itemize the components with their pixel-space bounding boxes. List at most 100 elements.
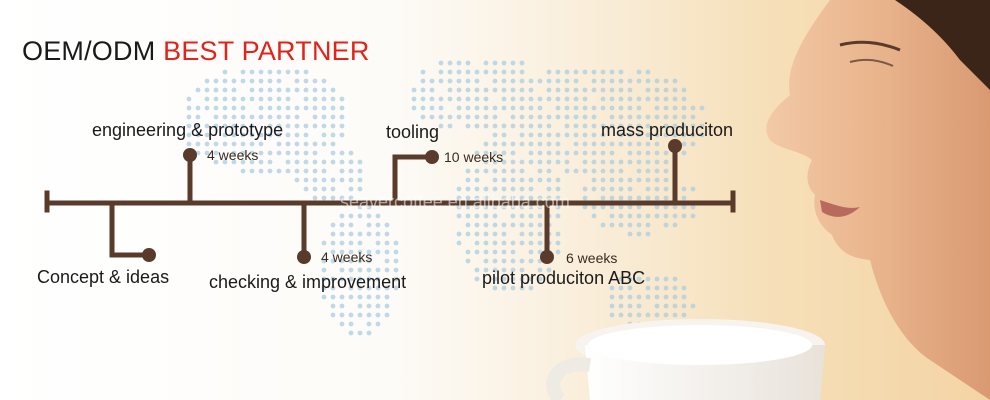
map-dot (456, 114, 462, 120)
map-dot (501, 60, 507, 66)
map-dot (393, 285, 399, 291)
map-dot (519, 132, 525, 138)
map-dot (204, 150, 210, 156)
map-dot (609, 168, 615, 174)
map-dot (186, 105, 192, 111)
map-dot (258, 78, 264, 84)
map-dot (312, 105, 318, 111)
map-dot (582, 69, 588, 75)
map-dot (627, 285, 633, 291)
map-dot (600, 186, 606, 192)
map-dot (537, 96, 543, 102)
map-dot (375, 285, 381, 291)
map-dot (645, 195, 651, 201)
map-dot (249, 150, 255, 156)
map-dot (321, 258, 327, 264)
map-dot (231, 141, 237, 147)
map-dot (546, 69, 552, 75)
map-dot (456, 204, 462, 210)
map-dot (384, 240, 390, 246)
map-dot (555, 231, 561, 237)
map-dot (519, 105, 525, 111)
map-dot (609, 114, 615, 120)
map-dot (501, 69, 507, 75)
map-dot (555, 159, 561, 165)
map-dot (366, 303, 372, 309)
map-dot (393, 276, 399, 282)
map-dot (528, 96, 534, 102)
map-dot (222, 69, 228, 75)
map-dot (546, 159, 552, 165)
map-dot (663, 195, 669, 201)
map-dot (357, 177, 363, 183)
map-dot (672, 204, 678, 210)
map-dot (672, 285, 678, 291)
map-dot (636, 177, 642, 183)
map-dot (339, 159, 345, 165)
map-dot (447, 60, 453, 66)
map-dot (294, 87, 300, 93)
map-dot (357, 267, 363, 273)
map-dot (510, 96, 516, 102)
connector-concept (109, 200, 150, 258)
map-dot (528, 204, 534, 210)
map-dot (636, 78, 642, 84)
map-dot (573, 69, 579, 75)
map-dot (627, 177, 633, 183)
map-dot (321, 285, 327, 291)
map-dot (240, 168, 246, 174)
map-dot (375, 303, 381, 309)
map-dot (339, 303, 345, 309)
map-dot (582, 123, 588, 129)
map-dot (186, 96, 192, 102)
map-dot (627, 213, 633, 219)
map-dot (591, 168, 597, 174)
map-dot (339, 105, 345, 111)
map-dot (330, 177, 336, 183)
map-dot (276, 132, 282, 138)
map-dot (204, 78, 210, 84)
map-dot (285, 69, 291, 75)
map-dot (456, 60, 462, 66)
map-dot (276, 150, 282, 156)
map-dot (276, 105, 282, 111)
watermark: seavercoffee.en.alibaba.com (340, 192, 570, 212)
map-dot (546, 132, 552, 138)
map-dot (681, 87, 687, 93)
map-dot (240, 105, 246, 111)
map-dot (357, 231, 363, 237)
map-dot (258, 105, 264, 111)
map-dot (654, 105, 660, 111)
map-dot (330, 195, 336, 201)
map-dot (411, 87, 417, 93)
map-dot (600, 105, 606, 111)
map-dot (465, 123, 471, 129)
map-dot (483, 96, 489, 102)
map-dot (213, 87, 219, 93)
map-dot (483, 249, 489, 255)
map-dot (501, 276, 507, 282)
map-dot (393, 258, 399, 264)
map-dot (375, 267, 381, 273)
map-dot (285, 96, 291, 102)
map-dot (537, 141, 543, 147)
map-dot (555, 78, 561, 84)
map-dot (447, 114, 453, 120)
map-dot (249, 123, 255, 129)
map-dot (492, 105, 498, 111)
map-dot (645, 78, 651, 84)
map-dot (465, 69, 471, 75)
map-dot (276, 168, 282, 174)
map-dot (600, 177, 606, 183)
map-dot (285, 159, 291, 165)
map-dot (348, 321, 354, 327)
map-dot (258, 141, 264, 147)
map-dot (501, 240, 507, 246)
map-dot (645, 96, 651, 102)
map-dot (456, 231, 462, 237)
map-dot (267, 78, 273, 84)
map-dot (249, 96, 255, 102)
map-dot (663, 204, 669, 210)
map-dot (348, 258, 354, 264)
map-dot (384, 285, 390, 291)
